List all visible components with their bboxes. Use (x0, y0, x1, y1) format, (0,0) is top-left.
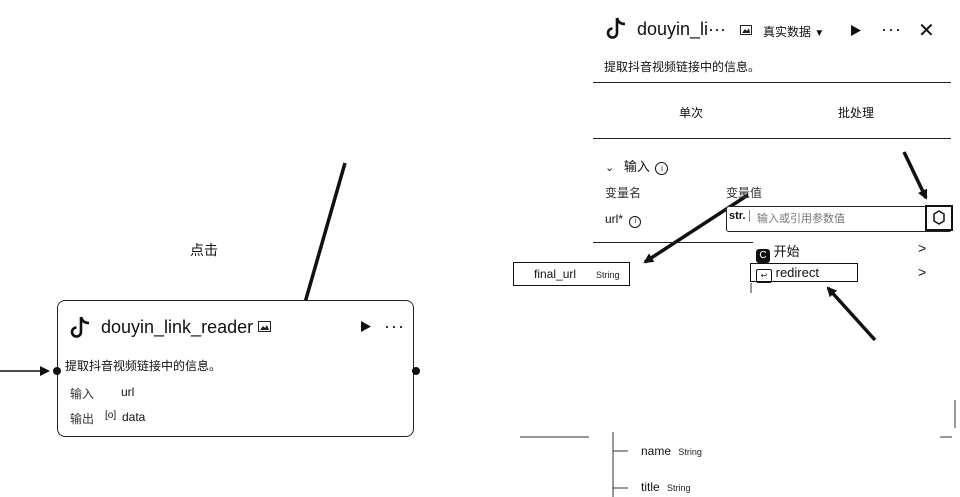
param-name: url* (605, 212, 624, 226)
column-name-header: 变量名 (605, 186, 642, 200)
section-input-title: 输入 (623, 159, 650, 174)
node-output-value: data (122, 410, 146, 424)
arrow-to-reference-button (902, 151, 928, 200)
click-annotation: 点击 (190, 242, 218, 258)
close-icon[interactable]: ✕ (918, 20, 935, 42)
param-url-input[interactable] (755, 209, 909, 229)
image-icon (740, 25, 752, 35)
image-icon (258, 321, 271, 332)
panel-description: 提取抖音视频链接中的信息。 (604, 60, 761, 74)
field-type: String (667, 483, 691, 493)
reference-button[interactable] (925, 205, 953, 231)
divider (593, 138, 951, 139)
chevron-right-icon: > (918, 264, 927, 280)
menu-item-redirect-highlight (750, 263, 858, 282)
tiktok-logo-icon (68, 315, 92, 341)
arrow-to-redirect (826, 286, 877, 342)
field-name-row[interactable]: name String (641, 444, 702, 458)
redirect-node-icon: ↩ (756, 269, 772, 283)
play-icon[interactable] (360, 320, 372, 333)
play-icon[interactable] (850, 24, 862, 37)
menu-item-redirect[interactable]: ↩ redirect (756, 265, 819, 283)
field-name: name (641, 444, 672, 458)
divider (593, 82, 951, 83)
reference-icon (933, 210, 945, 225)
start-node-icon: C (756, 249, 770, 263)
node-title: douyin_link_reader (101, 317, 254, 337)
info-icon: i (629, 216, 642, 228)
more-icon[interactable]: ··· (881, 19, 902, 39)
node-input-label: 输入 (70, 387, 95, 401)
panel-title: douyin_li··· (637, 19, 727, 39)
menu-item-start[interactable]: C 开始 (756, 241, 800, 263)
field-name: final_url (534, 267, 577, 281)
workflow-node-douyin-link-reader[interactable]: douyin_link_reader ··· 提取抖音视频链接中的信息。 输入 … (53, 300, 420, 437)
chevron-down-icon: ⌄ (605, 162, 615, 174)
column-value-header: 变量值 (726, 186, 763, 200)
field-type: String (678, 447, 702, 457)
menu-item-label: redirect (775, 265, 819, 280)
tiktok-logo-icon (604, 16, 628, 42)
node-output-label: 输出 (70, 412, 95, 426)
more-icon[interactable]: ··· (384, 316, 405, 336)
tab-batch[interactable]: 批处理 (838, 106, 875, 120)
node-description: 提取抖音视频链接中的信息。 (65, 359, 222, 373)
tab-single[interactable]: 单次 (679, 106, 704, 120)
param-url-input-container: str. (726, 205, 953, 232)
type-tag: str. (729, 210, 750, 222)
field-title-row[interactable]: title String (641, 480, 691, 494)
caret-down-icon: ▼ (814, 28, 825, 39)
field-final-url[interactable]: final_url String (513, 262, 630, 286)
field-type: String (596, 270, 620, 280)
output-port[interactable] (412, 367, 420, 375)
mode-label: 真实数据 (763, 25, 812, 39)
section-input-header[interactable]: ⌄ 输入 i (605, 156, 669, 175)
object-type-icon: [o] (105, 410, 117, 421)
field-name: title (641, 480, 660, 494)
input-port[interactable] (53, 367, 61, 375)
divider (593, 242, 753, 243)
mode-dropdown[interactable]: 真实数据 ▼ (763, 23, 824, 40)
info-icon: i (655, 162, 669, 175)
chevron-right-icon: > (918, 240, 927, 256)
param-url-label: url* i (605, 212, 642, 228)
menu-item-label: 开始 (773, 244, 800, 259)
node-input-value: url (121, 385, 135, 399)
